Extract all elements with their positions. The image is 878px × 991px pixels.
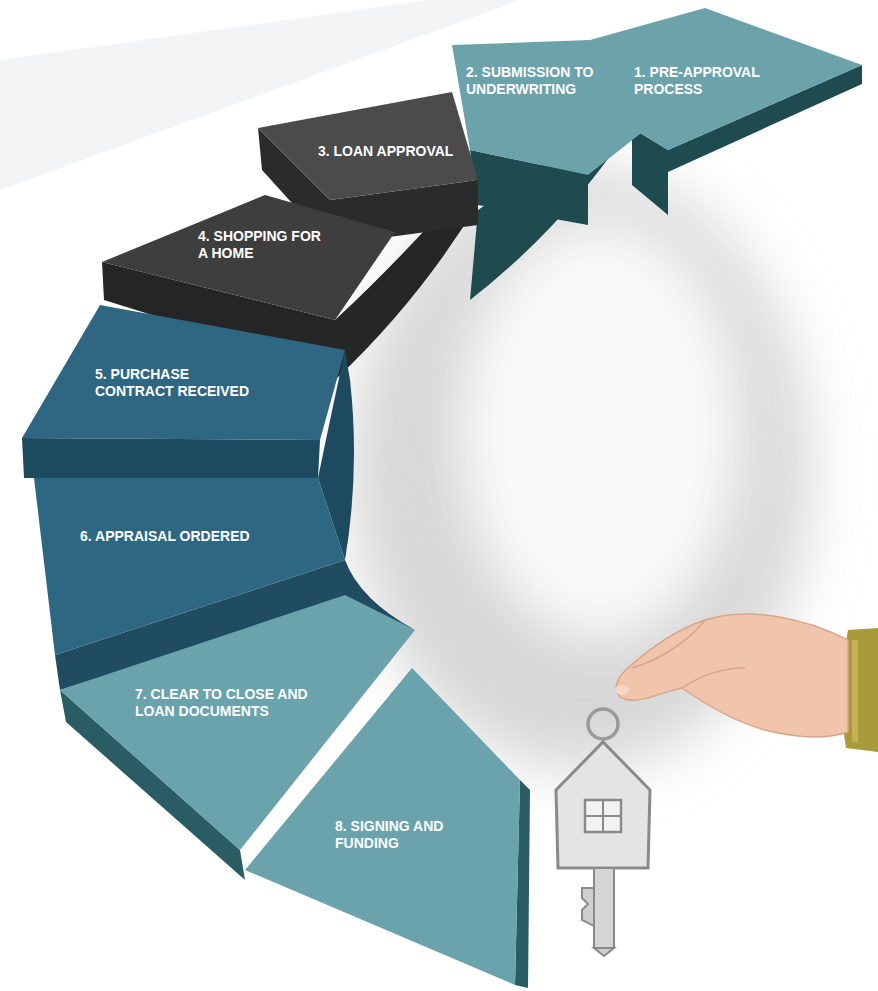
step-tread (245, 668, 520, 985)
key-ring (588, 709, 618, 739)
key-window (585, 800, 621, 832)
shadow-highlight (460, 220, 740, 640)
sleeve (852, 640, 858, 742)
fingernail (615, 685, 629, 695)
hand (616, 614, 848, 737)
step-label: 1. PRE-APPROVAL PROCESS (634, 64, 784, 98)
step-tread (102, 195, 395, 320)
step-label: 3. LOAN APPROVAL (318, 143, 468, 160)
key-shaft (594, 868, 614, 948)
stair-step: 5. PURCHASE CONTRACT RECEIVED (22, 305, 345, 478)
key-teeth (582, 888, 594, 926)
step-label: 6. APPRAISAL ORDERED (80, 528, 265, 545)
step-tread (258, 92, 478, 200)
step-label: 5. PURCHASE CONTRACT RECEIVED (95, 366, 255, 400)
key-head (556, 742, 650, 868)
key-window (585, 815, 621, 817)
key-tip (594, 948, 614, 956)
stair-step: 8. SIGNING AND FUNDING (245, 668, 530, 988)
step-label: 2. SUBMISSION TO UNDERWRITING (466, 64, 602, 98)
hand (682, 668, 745, 688)
step-label: 8. SIGNING AND FUNDING (335, 818, 460, 852)
step-tread (452, 40, 645, 175)
step-tread (22, 305, 345, 440)
step-label: 4. SHOPPING FOR A HOME (198, 228, 328, 262)
step-riser (22, 438, 320, 478)
hand (632, 620, 705, 668)
step-label: 7. CLEAR TO CLOSE AND LOAN DOCUMENTS (135, 686, 320, 720)
stair-step: 2. SUBMISSION TO UNDERWRITING (452, 40, 645, 225)
